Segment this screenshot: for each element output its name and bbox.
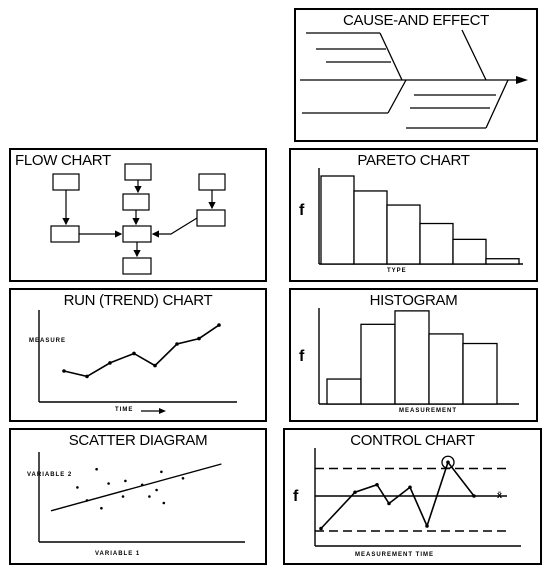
run-chart-xlabel: TIME	[115, 407, 134, 413]
run-chart-plot	[38, 310, 237, 403]
histogram-plot	[318, 308, 519, 405]
run-point	[62, 369, 66, 373]
run-point	[217, 323, 221, 327]
run-point	[197, 336, 201, 341]
scatter-point	[148, 495, 151, 498]
pareto-bar	[485, 258, 520, 265]
pareto-bar	[452, 238, 487, 265]
pareto-xlabel: TYPE	[387, 268, 407, 274]
scatter-trend-line	[50, 463, 222, 512]
run-chart-panel: RUN (TREND) CHART MEASURE TIME	[9, 288, 267, 422]
scatter-point	[155, 488, 158, 492]
pareto-bar	[320, 175, 355, 265]
pareto-bar	[386, 204, 421, 265]
flow-chart-diagram	[50, 163, 226, 275]
run-point	[108, 361, 112, 365]
control-chart-panel: CONTROL CHART f x̄ MEASUREMENT TIME	[283, 428, 542, 565]
flow-box-7	[196, 209, 226, 227]
histogram-panel: HISTOGRAM f MEASUREMENT	[289, 288, 538, 422]
scatter-point	[162, 501, 166, 505]
flow-box-3	[122, 193, 150, 211]
run-point	[85, 374, 89, 379]
fishbone-rib-top-2	[461, 29, 487, 81]
control-point	[387, 501, 391, 506]
run-point	[132, 351, 136, 356]
flow-box-8	[122, 257, 152, 275]
scatter-point	[95, 467, 98, 471]
scatter-point	[85, 499, 89, 502]
histogram-xlabel: MEASUREMENT	[399, 408, 458, 414]
run-chart-title: RUN (TREND) CHART	[63, 292, 213, 309]
histogram-title: HISTOGRAM	[369, 292, 458, 309]
histogram-bar	[428, 333, 464, 405]
cause-effect-panel: CAUSE-AND EFFECT	[294, 8, 538, 142]
scatter-point	[107, 482, 110, 485]
time-arrow-icon	[141, 408, 166, 414]
pareto-chart-title: PARETO CHART	[357, 152, 470, 169]
run-point	[153, 363, 157, 368]
histogram-bar	[394, 310, 430, 405]
control-chart-plot	[314, 448, 521, 547]
control-out-of-limit-marker	[441, 455, 455, 469]
histogram-bar	[360, 323, 396, 405]
flow-box-4	[198, 173, 226, 191]
scatter-point	[100, 506, 103, 510]
scatter-point	[140, 483, 144, 487]
flow-box-2	[124, 163, 152, 181]
flow-box-5	[50, 225, 80, 243]
flow-chart-title: FLOW CHART	[15, 152, 111, 169]
scatter-title: SCATTER DIAGRAM	[68, 432, 208, 449]
scatter-ylabel: VARIABLE 2	[27, 472, 73, 478]
histogram-bar	[462, 342, 498, 405]
scatter-point	[76, 486, 79, 489]
flow-box-1	[52, 173, 80, 191]
pareto-bar	[353, 190, 388, 265]
scatter-plot	[38, 452, 245, 543]
control-point	[408, 485, 412, 490]
control-chart-xlabel: MEASUREMENT TIME	[355, 552, 434, 558]
fishbone-rib-bottom-2	[485, 79, 509, 129]
control-point	[353, 490, 357, 495]
control-point	[375, 482, 379, 487]
scatter-xlabel: VARIABLE 1	[95, 551, 141, 557]
pareto-bar	[419, 222, 454, 265]
control-point	[425, 524, 429, 528]
scatter-point	[121, 495, 125, 498]
control-chart-title: CONTROL CHART	[350, 432, 475, 449]
pareto-chart-plot	[318, 168, 523, 265]
control-point	[472, 494, 476, 498]
flow-chart-panel: FLOW CHART	[9, 148, 267, 282]
control-chart-ylabel: f	[293, 488, 299, 505]
cause-effect-title: CAUSE-AND EFFECT	[342, 12, 490, 29]
scatter-point	[181, 477, 185, 480]
fishbone-arrowhead	[516, 76, 528, 84]
histogram-ylabel: f	[299, 348, 305, 365]
histogram-bar	[326, 378, 362, 405]
run-point	[175, 342, 179, 346]
control-chart-mean-label: x̄	[497, 490, 504, 500]
pareto-ylabel: f	[299, 202, 305, 219]
control-series-line	[320, 460, 475, 530]
scatter-panel: SCATTER DIAGRAM VARIABLE 2 VARIABLE 1	[9, 428, 267, 565]
pareto-chart-panel: PARETO CHART f TYPE	[289, 148, 538, 282]
scatter-point	[160, 470, 163, 474]
scatter-point	[124, 479, 127, 483]
control-point	[319, 526, 323, 531]
flow-box-6	[122, 225, 152, 243]
fishbone-rib-top-1	[379, 32, 403, 81]
fishbone-diagram	[300, 29, 528, 129]
fishbone-rib-bottom-1	[387, 79, 407, 114]
run-chart-ylabel: MEASURE	[29, 338, 67, 344]
run-series-line	[63, 324, 220, 378]
control-point	[446, 460, 450, 465]
